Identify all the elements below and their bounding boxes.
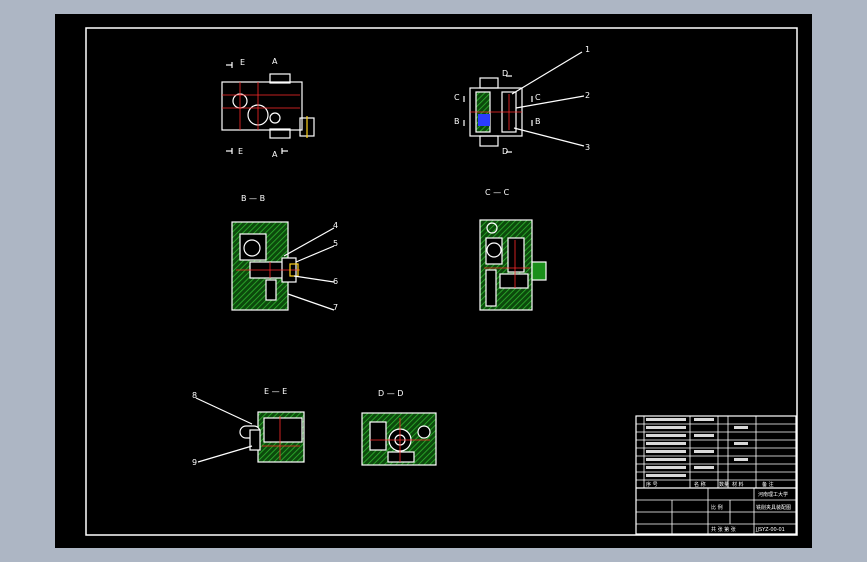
- tb-header-remark: 备 注: [762, 481, 774, 488]
- sec-label-c-right: C: [535, 93, 541, 102]
- callout-4: 4: [333, 221, 338, 230]
- title-block-cells: [646, 418, 748, 477]
- view-title-ee: E — E: [264, 387, 287, 396]
- view-top-left: [221, 62, 315, 154]
- sec-label-a-bottom: A: [272, 150, 278, 159]
- callout-7: 7: [333, 303, 338, 312]
- tb-scale-label: 比 例: [711, 504, 723, 511]
- tb-header-material: 材 料: [732, 481, 744, 488]
- tb-header-seq: 序 号: [646, 481, 658, 488]
- inner-border: [85, 27, 798, 536]
- callout-1: 1: [585, 45, 590, 54]
- tb-sheet-label: 共 张 第 张: [711, 526, 736, 533]
- sec-label-a-top: A: [272, 57, 278, 66]
- tb-header-qty: 数量: [719, 481, 729, 488]
- sec-label-b-left: B: [454, 117, 460, 126]
- view-title-bb: B — B: [241, 194, 265, 203]
- callout-9: 9: [192, 458, 197, 467]
- callout-5: 5: [333, 239, 338, 248]
- tb-drawing-title: 铣削夹具装配图: [756, 504, 791, 511]
- tb-header-name: 名 称: [694, 481, 706, 488]
- view-cc: [479, 219, 547, 311]
- sec-label-d-top: D: [502, 69, 508, 78]
- tb-university: 河南理工大学: [758, 491, 788, 498]
- callout-3: 3: [585, 143, 590, 152]
- title-block: [635, 415, 797, 535]
- view-bb: [231, 221, 335, 311]
- view-dd: [361, 412, 437, 466]
- callout-2: 2: [585, 91, 590, 100]
- sec-label-e-top: E: [240, 58, 245, 67]
- tb-drawing-no: JJSYZ-00-01: [755, 527, 785, 533]
- sec-label-d-bottom: D: [502, 147, 508, 156]
- view-title-cc: C — C: [485, 188, 510, 197]
- callout-8: 8: [192, 391, 197, 400]
- view-title-dd: D — D: [378, 389, 403, 398]
- view-ee: [195, 397, 305, 463]
- sec-label-e-bottom: E: [238, 147, 243, 156]
- callout-6: 6: [333, 277, 338, 286]
- sec-label-b-right: B: [535, 117, 541, 126]
- view-top-right: [463, 51, 585, 153]
- sec-label-c-left: C: [454, 93, 460, 102]
